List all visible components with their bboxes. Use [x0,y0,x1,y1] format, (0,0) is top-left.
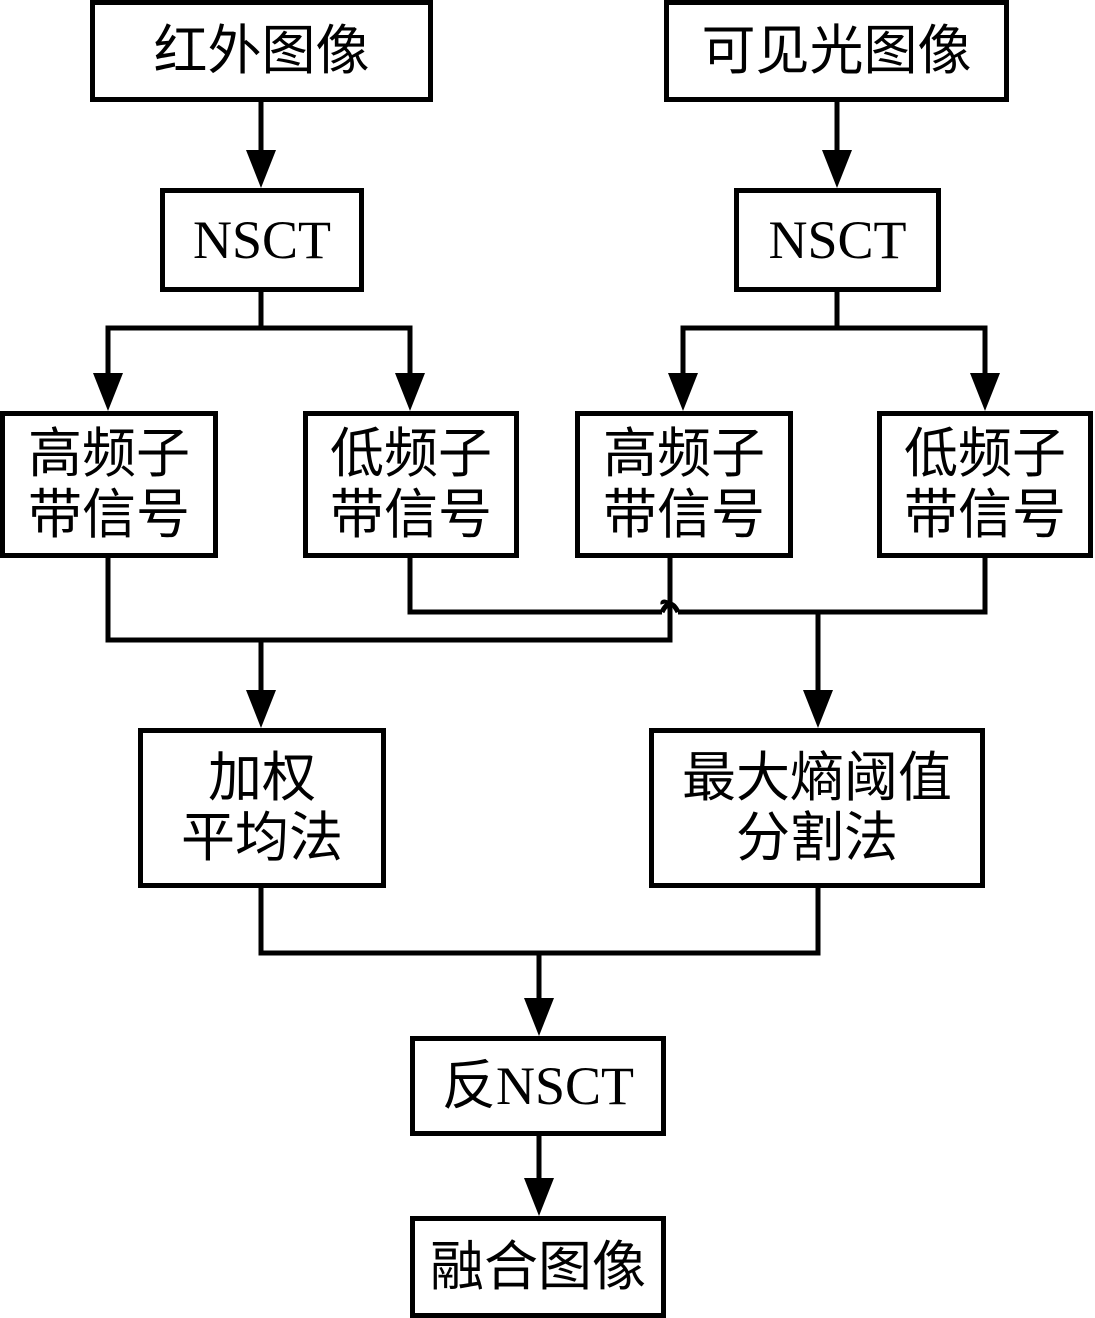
visible-image-node: 可见光图像 [664,0,1009,102]
arrowhead [524,1178,554,1216]
fused-image-node: 融合图像 [410,1216,666,1318]
infrared-image-label: 红外图像 [153,18,370,82]
infrared-image-node: 红外图像 [90,0,433,102]
weighted-average-node: 加权 平均法 [138,728,386,888]
edge-low-freq-left [407,555,662,615]
high-freq-left-line1: 高频子 [28,422,190,486]
arrowhead [524,998,554,1036]
weighted-average-line2: 平均法 [181,806,343,869]
low-freq-left-line1: 低频子 [330,422,492,486]
high-freq-left-line2: 带信号 [28,482,190,546]
arrowhead [668,373,698,411]
nsct-right-node: NSCT [734,188,941,292]
low-freq-right-line2: 带信号 [904,482,1066,546]
max-entropy-node: 最大熵阈值 分割法 [649,728,985,888]
high-freq-left-node: 高频子 带信号 [0,411,218,558]
edge-nsct-right-split [680,325,988,373]
edge-methods-merge [258,885,821,956]
weighted-average-line1: 加权 [208,745,316,809]
arrowhead [395,373,425,411]
arrowhead [803,690,833,728]
nsct-right-label: NSCT [768,209,907,270]
high-freq-right-line2: 带信号 [603,482,765,546]
arrowhead [246,150,276,188]
inverse-nsct-label: 反NSCT [441,1055,635,1116]
arrowhead [822,150,852,188]
low-freq-right-node: 低频子 带信号 [877,411,1093,558]
high-freq-right-node: 高频子 带信号 [575,411,793,558]
arrowhead [246,690,276,728]
high-freq-right-line1: 高频子 [603,422,765,486]
arrowhead [93,373,123,411]
low-freq-left-node: 低频子 带信号 [303,411,519,558]
visible-image-label: 可见光图像 [701,18,972,82]
max-entropy-line2: 分割法 [736,806,898,869]
edge-low-freq-right [678,555,988,615]
edge-high-freq-hop [660,599,673,611]
fused-image-label: 融合图像 [430,1234,646,1298]
edge-low-freq-jump [659,601,681,614]
edge-nsct-left-split [105,325,413,373]
nsct-left-label: NSCT [192,209,332,270]
low-freq-left-line2: 带信号 [330,482,492,546]
inverse-nsct-node: 反NSCT [410,1036,666,1136]
edge-high-freq-merge [105,555,673,643]
max-entropy-line1: 最大熵阈值 [682,745,952,809]
arrowhead [970,373,1000,411]
low-freq-right-line1: 低频子 [904,422,1066,486]
nsct-left-node: NSCT [160,188,364,292]
